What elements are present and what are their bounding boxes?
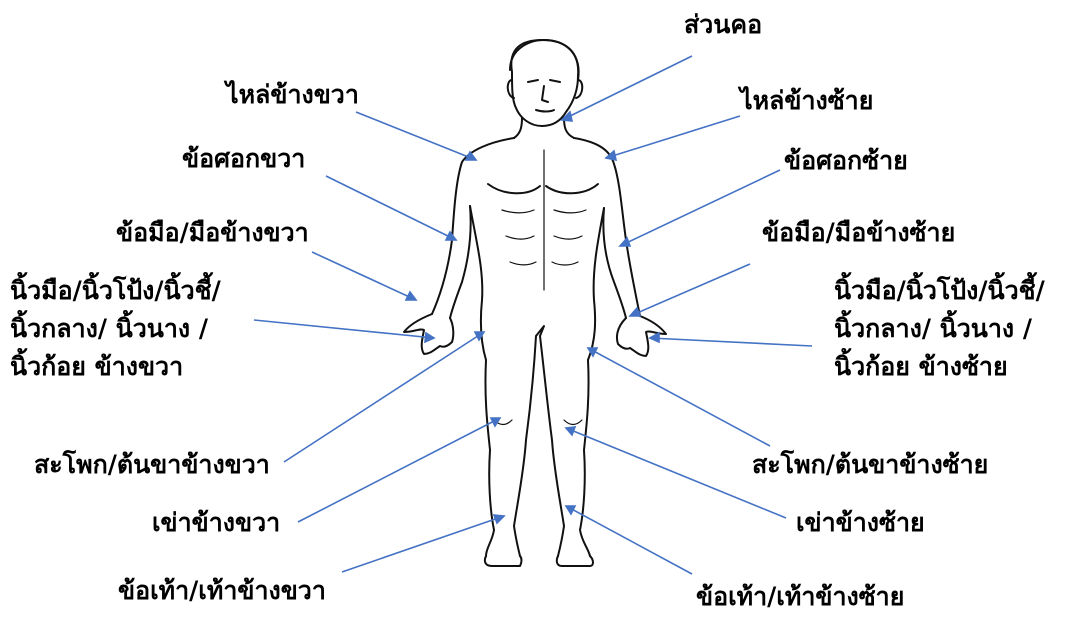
label-elbow-right: ข้อศอกขวา — [182, 140, 305, 178]
label-shoulder-right: ไหล่ข้างขวา — [226, 76, 359, 114]
arrow-wrist-left — [630, 264, 750, 316]
arrow-ankle-left — [566, 506, 692, 574]
label-hip-left: สะโพก/ต้นขาข้างซ้าย — [752, 446, 988, 484]
arrow-fingers-left — [650, 338, 812, 346]
label-knee-right: เข่าข้างขวา — [152, 504, 280, 542]
arrows — [254, 56, 812, 574]
label-wrist-right: ข้อมือ/มือข้างขวา — [116, 214, 309, 252]
right-foot — [485, 556, 522, 566]
left-leg-outline — [580, 360, 590, 556]
label-ankle-left: ข้อเท้า/เท้าข้างซ้าย — [696, 578, 904, 616]
label-neck: ส่วนคอ — [684, 6, 762, 44]
arrow-shoulder-right — [356, 112, 476, 160]
arrow-elbow-left — [620, 170, 780, 246]
label-wrist-left: ข้อมือ/มือข้างซ้าย — [762, 214, 955, 252]
left-foot — [557, 556, 593, 566]
neck-outline — [514, 118, 522, 138]
label-fingers-right: นิ้วมือ/นิ้วโป้ง/นิ้วชี้/ นิ้วกลาง/ นิ้ว… — [10, 272, 221, 386]
arrow-elbow-right — [326, 176, 456, 240]
label-elbow-left: ข้อศอกซ้าย — [784, 142, 908, 180]
arrow-ankle-right — [342, 516, 504, 572]
label-ankle-right: ข้อเท้า/เท้าข้างขวา — [118, 572, 326, 610]
arrow-shoulder-left — [606, 116, 740, 158]
arrow-hip-left — [588, 348, 770, 446]
label-fingers-left: นิ้วมือ/นิ้วโป้ง/นิ้วชี้/ นิ้วกลาง/ นิ้ว… — [834, 272, 1045, 386]
label-shoulder-left: ไหล่ข้างซ้าย — [740, 82, 873, 120]
right-leg-outline — [485, 360, 494, 556]
label-knee-left: เข่าข้างซ้าย — [796, 504, 925, 542]
arrow-wrist-right — [312, 252, 416, 300]
label-hip-right: สะโพก/ต้นขาข้างขวา — [34, 446, 270, 484]
